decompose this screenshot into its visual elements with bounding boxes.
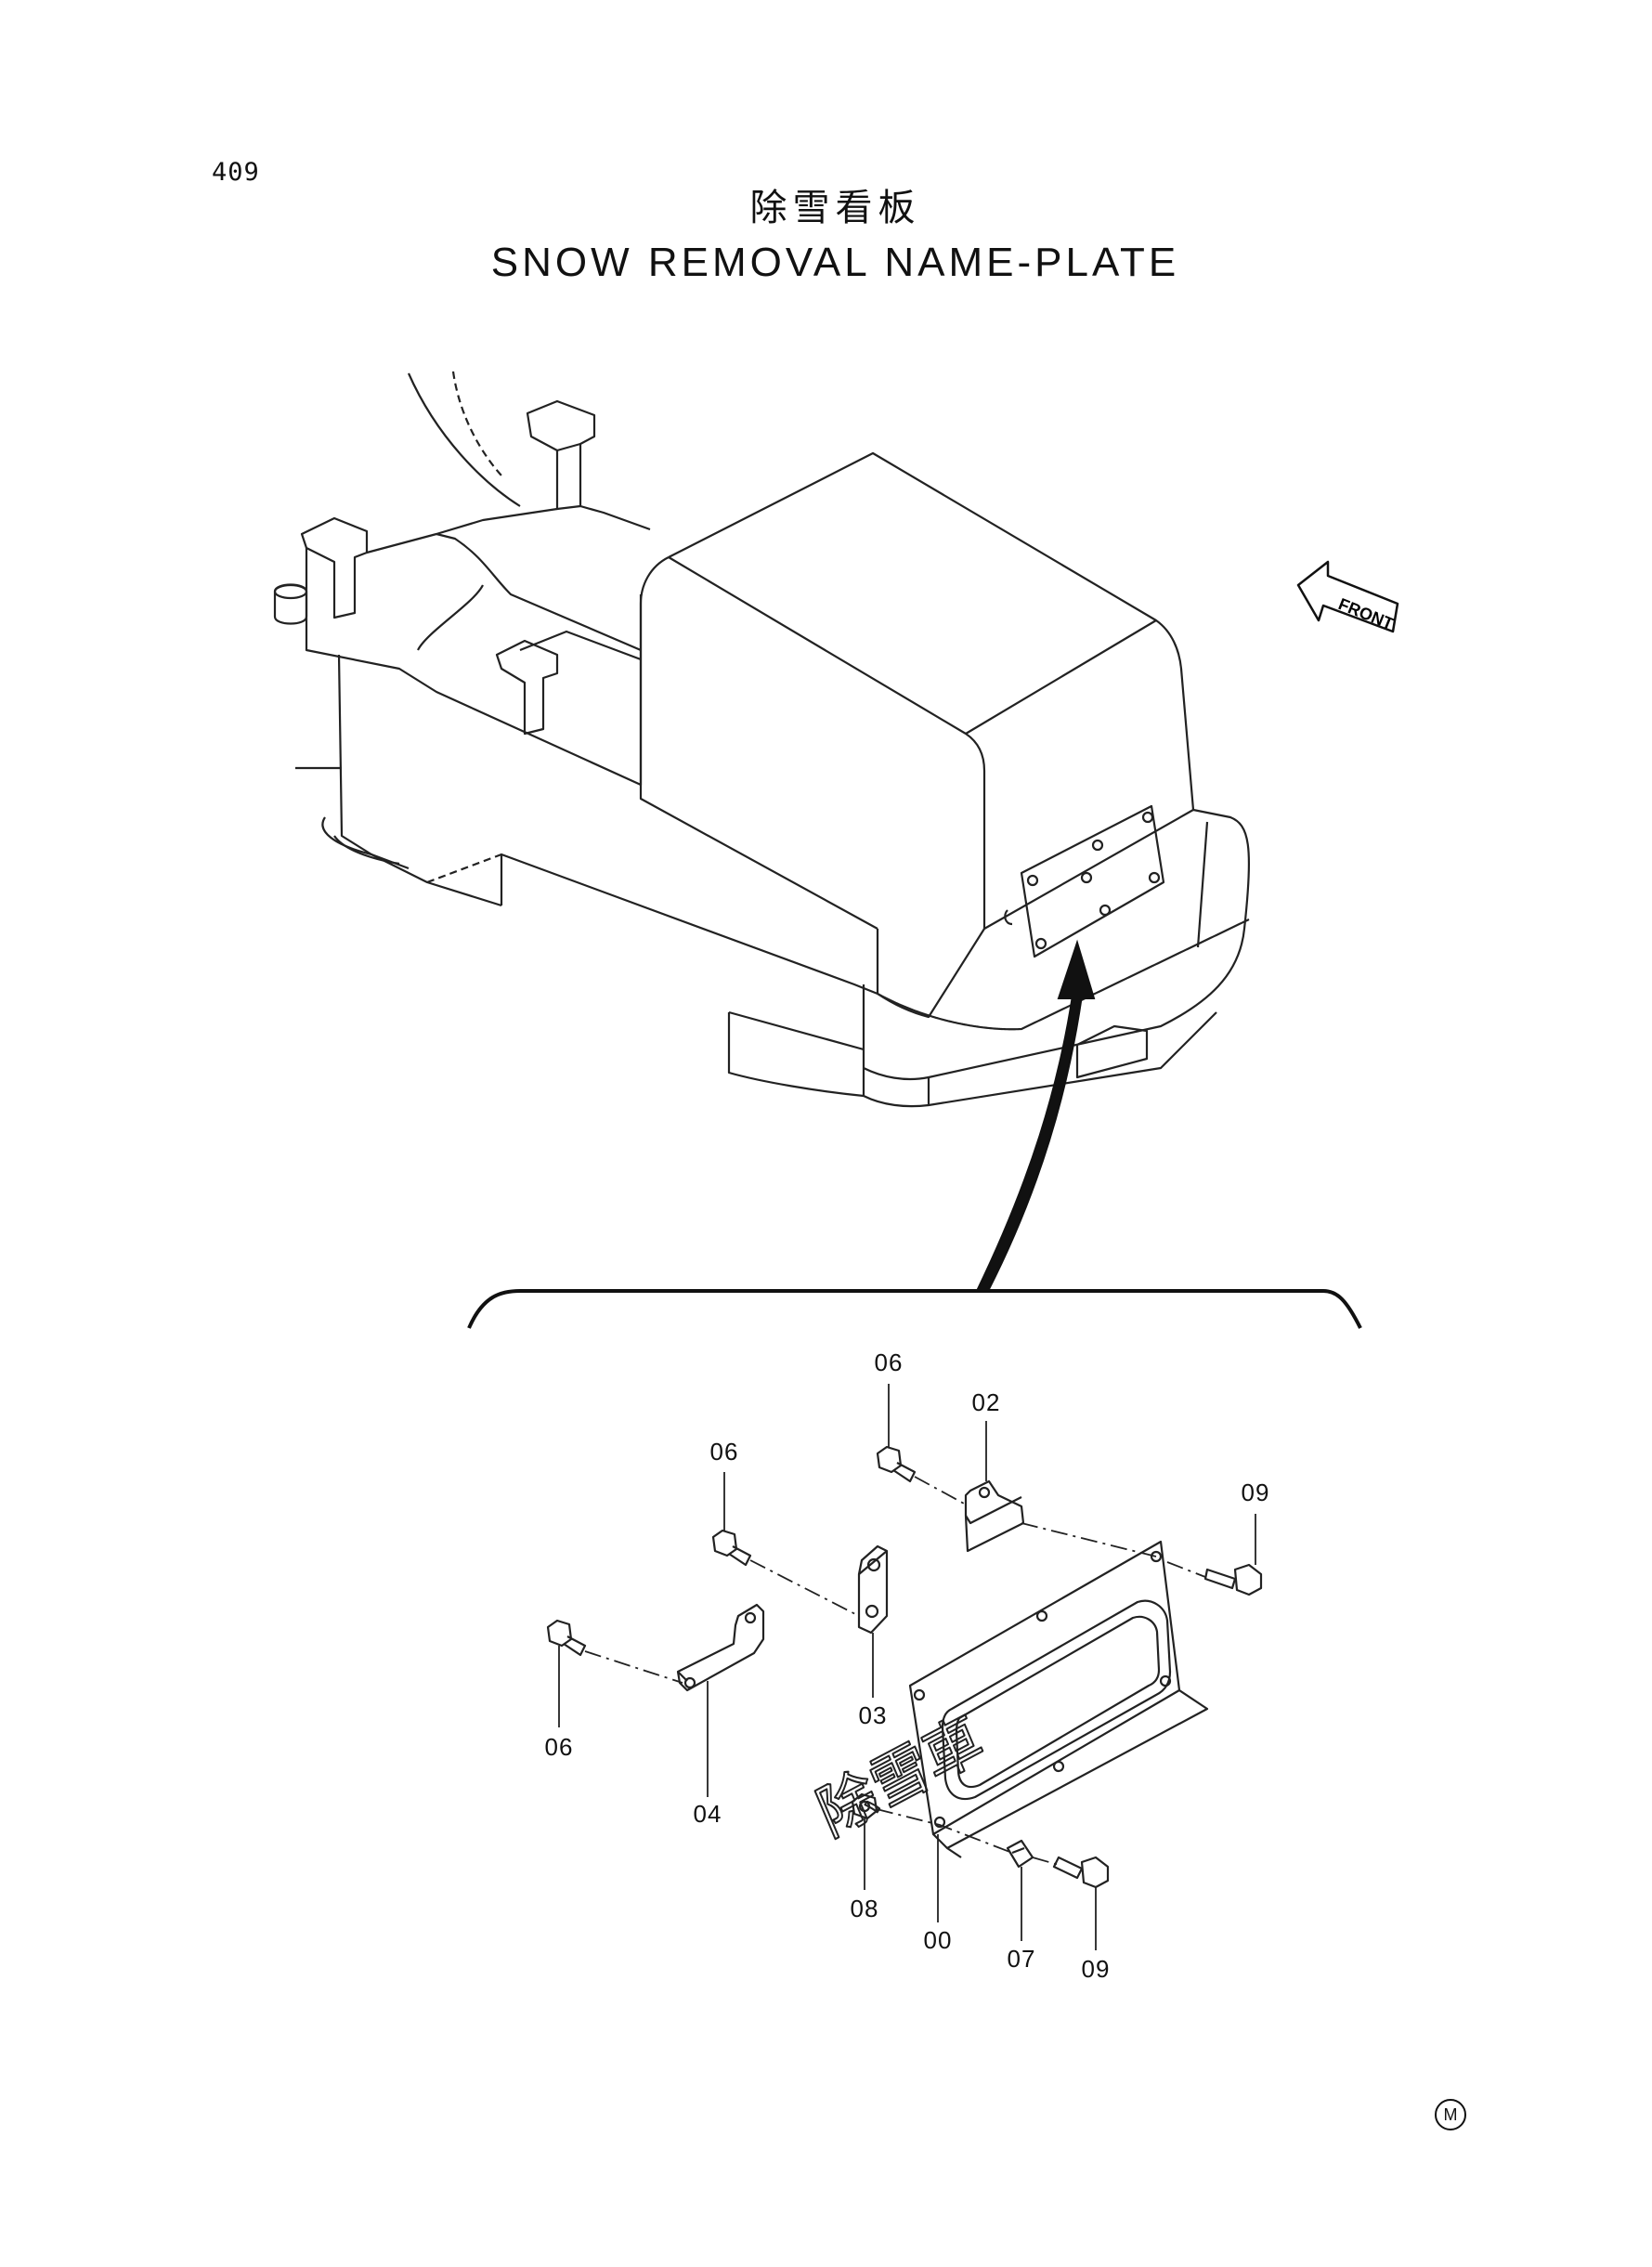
callout-06-mid: 06 xyxy=(709,1438,739,1466)
bolt-06-top xyxy=(876,1445,917,1483)
machine-body-assembly xyxy=(273,371,1251,1108)
bracket-03 xyxy=(857,1544,889,1635)
callout-09-lower: 09 xyxy=(1081,1955,1111,1983)
mounted-plate xyxy=(1020,804,1165,958)
bolt-06-left xyxy=(546,1619,587,1657)
front-indicator: FRONT xyxy=(1296,560,1399,633)
callout-07: 07 xyxy=(1007,1945,1036,1973)
upper-post xyxy=(526,399,596,511)
center-post xyxy=(495,639,559,736)
frame-beam xyxy=(305,548,643,787)
washer-07 xyxy=(1006,1839,1034,1869)
callout-03: 03 xyxy=(858,1701,888,1729)
callout-02: 02 xyxy=(971,1388,1001,1416)
counterweight xyxy=(877,928,985,1019)
name-plate-00 xyxy=(908,1540,1209,1858)
bolt-09-upper xyxy=(1203,1563,1263,1596)
callout-09-upper: 09 xyxy=(1241,1479,1270,1506)
cylinder xyxy=(273,583,308,625)
nut-08 xyxy=(851,1792,878,1820)
arrow-left-icon xyxy=(1296,560,1399,633)
frame-curve xyxy=(407,372,521,507)
maker-mark: M xyxy=(1435,2099,1466,2130)
leader-lines xyxy=(558,1384,1256,1950)
detail-brace xyxy=(467,1289,1362,1329)
callout-06-left: 06 xyxy=(544,1733,574,1761)
callout-06-top: 06 xyxy=(874,1348,904,1376)
callout-00: 00 xyxy=(923,1926,953,1954)
callout-04: 04 xyxy=(693,1800,722,1828)
bracket-02 xyxy=(964,1479,1025,1553)
page-title-english: SNOW REMOVAL NAME-PLATE xyxy=(490,240,1180,285)
detail-arrow xyxy=(975,939,1096,1292)
bolt-09-lower xyxy=(1052,1856,1110,1889)
bracket-04 xyxy=(676,1603,765,1692)
engine-hood xyxy=(668,451,1195,811)
assembly-lines xyxy=(584,1476,1206,1866)
callout-08: 08 xyxy=(850,1895,879,1922)
page-title-japanese: 除雪看板 xyxy=(749,187,921,229)
exploded-parts: 除雪車 xyxy=(546,1445,1263,1889)
page-number: 409 xyxy=(212,158,260,187)
left-post xyxy=(300,516,369,619)
title-block: 除雪看板 SNOW REMOVAL NAME-PLATE xyxy=(0,184,1652,290)
bolt-06-mid xyxy=(711,1529,752,1567)
